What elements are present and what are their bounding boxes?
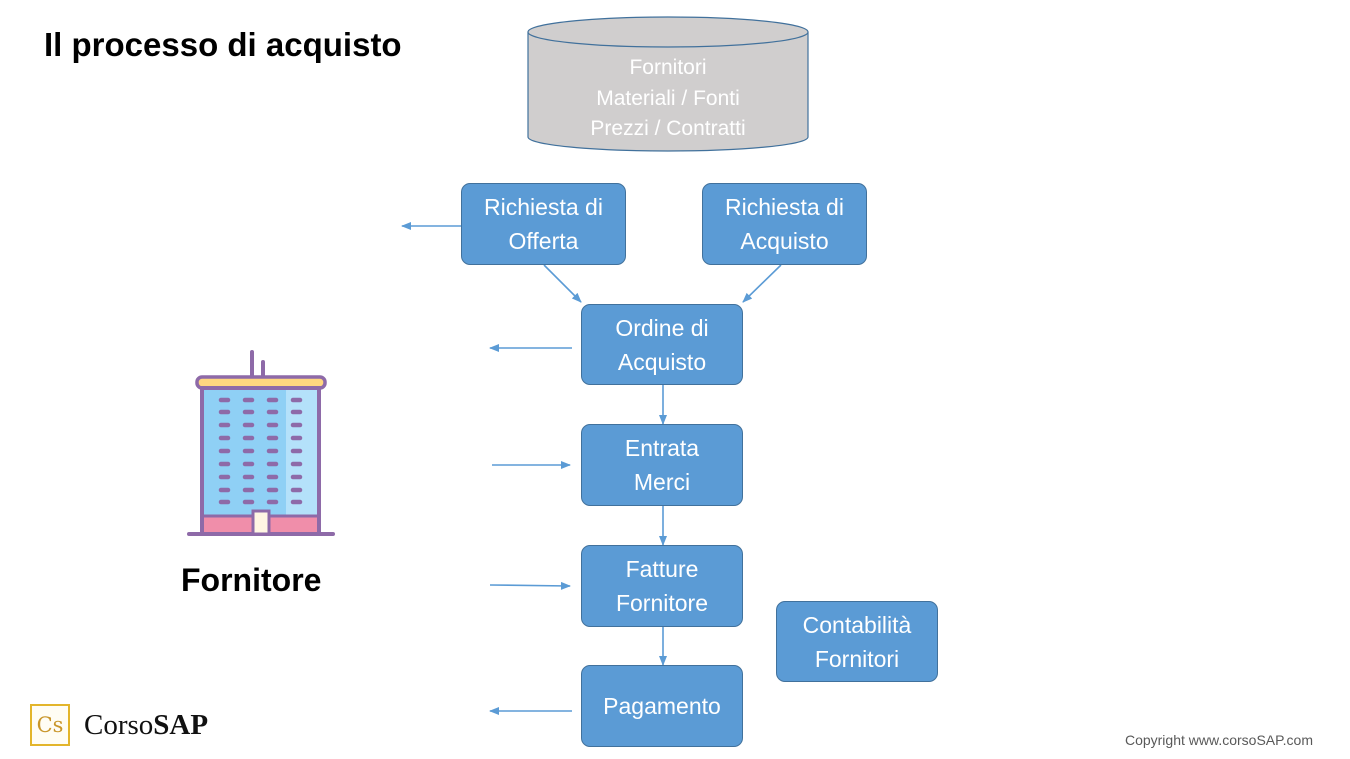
step-richiesta-acquisto: Richiesta di Acquisto bbox=[702, 183, 867, 265]
step-richiesta-offerta-line1: Richiesta di bbox=[484, 194, 603, 220]
step-contabilita-fornitori: Contabilità Fornitori bbox=[776, 601, 938, 682]
step-richiesta-acquisto-line2: Acquisto bbox=[740, 228, 829, 254]
copyright-text: Copyright www.corsoSAP.com bbox=[1124, 732, 1313, 748]
logo-text-regular: Corso bbox=[84, 709, 154, 741]
page-title: Il processo di acquisto bbox=[44, 26, 402, 63]
step-pagamento: Pagamento bbox=[581, 665, 743, 747]
step-entrata-merci-line1: Entrata bbox=[624, 435, 700, 461]
step-richiesta-acquisto-line1: Richiesta di bbox=[725, 194, 844, 220]
logo-mark-icon: Cs bbox=[30, 704, 70, 746]
arrow-rdo-to-oda bbox=[543, 264, 582, 303]
step-entrata-merci: Entrata Merci bbox=[581, 424, 743, 506]
step-pagamento-line1: Pagamento bbox=[603, 693, 721, 719]
step-richiesta-offerta-line2: Offerta bbox=[508, 228, 579, 254]
step-fatture-fornitore-line2: Fornitore bbox=[615, 590, 709, 616]
step-entrata-merci-line2: Merci bbox=[633, 469, 691, 495]
arrow-rda-to-oda bbox=[742, 264, 782, 303]
arrow-supplier-to-ff bbox=[489, 581, 571, 590]
master-data-line-prices: Prezzi / Contratti bbox=[590, 117, 746, 140]
step-richiesta-offerta: Richiesta di Offerta bbox=[461, 183, 626, 265]
logo-text: CorsoSAP bbox=[84, 709, 208, 742]
step-ordine-acquisto-line2: Acquisto bbox=[617, 348, 707, 375]
master-data-line-suppliers: Fornitori bbox=[629, 56, 707, 79]
step-contabilita-fornitori-line1: Contabilità bbox=[802, 611, 912, 638]
step-ordine-acquisto-line1: Ordine di bbox=[615, 314, 709, 341]
master-data-label: Fornitori Materiali / Fonti Prezzi / Con… bbox=[528, 53, 808, 145]
supplier-label: Fornitore bbox=[181, 562, 322, 598]
logo-text-bold: SAP bbox=[153, 709, 209, 741]
step-contabilita-fornitori-line2: Fornitori bbox=[814, 645, 900, 672]
step-fatture-fornitore: Fatture Fornitore bbox=[581, 545, 743, 627]
master-data-line-materials: Materiali / Fonti bbox=[596, 86, 740, 110]
master-data-database bbox=[527, 16, 809, 152]
office-building-icon bbox=[187, 350, 335, 536]
step-fatture-fornitore-line1: Fatture bbox=[625, 556, 699, 582]
step-ordine-acquisto: Ordine di Acquisto bbox=[581, 304, 743, 385]
